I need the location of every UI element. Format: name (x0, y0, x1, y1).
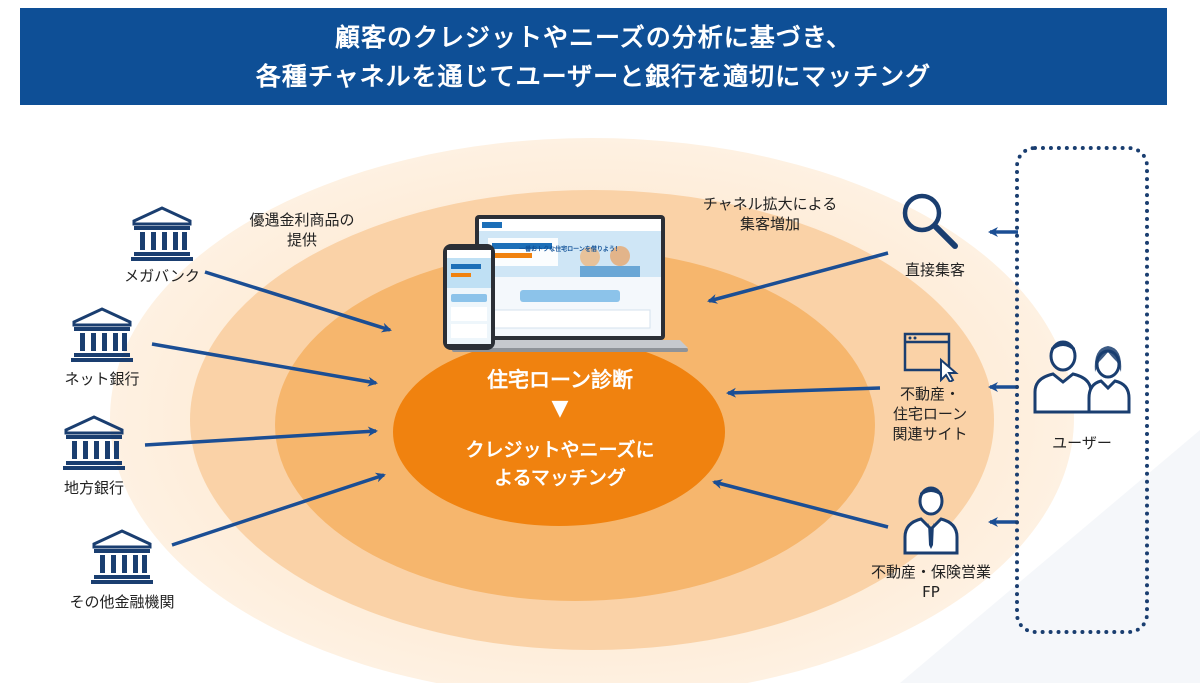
core-title: 住宅ローン診断 ▼ (400, 365, 720, 423)
bank-label-regional: 地方銀行 (63, 479, 124, 497)
core-ellipse (393, 338, 725, 526)
user-group-box (1015, 146, 1149, 634)
channel-fp-line-1: 不動産・保険営業 (870, 563, 991, 581)
bank-label-megabank: メガバンク (124, 267, 200, 285)
core-sub-line-2: よるマッチング (494, 467, 626, 489)
user-label: ユーザー (1052, 434, 1112, 452)
arrow-fp (712, 479, 889, 529)
core-title-text: 住宅ローン診断 (487, 368, 633, 392)
channel-site-line-1: 不動産・ (899, 385, 960, 403)
header-line-2: 各種チャネルを通じてユーザーと銀行を適切にマッチング (255, 61, 932, 91)
arrow-direct (707, 251, 889, 304)
channel-site-line-3: 関連サイト (892, 425, 968, 443)
channel-fp-line-2: FP (922, 583, 940, 601)
arrow-other (171, 472, 386, 547)
browser-window-icon (903, 332, 959, 382)
channel-label-direct: 直接集客 (904, 261, 965, 279)
left-note: 優遇金利商品の 提供 (222, 210, 382, 250)
right-note-line-2: 集客増加 (739, 215, 800, 233)
bank-building-icon (71, 307, 133, 362)
laptop-phone-mockup-icon (443, 215, 688, 352)
channel-label-site: 不動産・ 住宅ローン 関連サイト (870, 384, 990, 444)
right-note-line-1: チャネル拡大による (702, 195, 838, 213)
arrow-megabank (204, 270, 392, 333)
core-down-arrow-icon: ▼ (551, 396, 569, 421)
site-mock-headline: 一番おトクな住宅ローンを借りよう！ (519, 246, 621, 253)
bank-label-netbank: ネット銀行 (64, 370, 140, 388)
magnifier-icon (902, 193, 958, 249)
channel-label-fp: 不動産・保険営業 FP (858, 562, 1004, 602)
left-note-line-1: 優遇金利商品の (249, 211, 355, 229)
core-sub-line-1: クレジットやニーズに (465, 439, 655, 461)
page-header: 顧客のクレジットやニーズの分析に基づき、 各種チャネルを通じてユーザーと銀行を適… (20, 8, 1167, 105)
arrow-netbank (151, 342, 378, 387)
header-line-1: 顧客のクレジットやニーズの分析に基づき、 (334, 22, 852, 52)
bank-label-other: その他金融機関 (69, 593, 175, 611)
channel-site-line-2: 住宅ローン (892, 405, 968, 423)
right-note: チャネル拡大による 集客増加 (680, 194, 860, 234)
businessman-icon (903, 486, 959, 555)
bank-building-icon (63, 415, 125, 470)
users-icon (1033, 340, 1131, 414)
arrow-site (726, 386, 881, 398)
bank-building-icon (131, 206, 193, 261)
arrow-regional (144, 426, 378, 447)
bank-building-icon (91, 529, 153, 584)
core-subtitle: クレジットやニーズに よるマッチング (400, 436, 720, 492)
left-note-line-2: 提供 (286, 231, 317, 249)
